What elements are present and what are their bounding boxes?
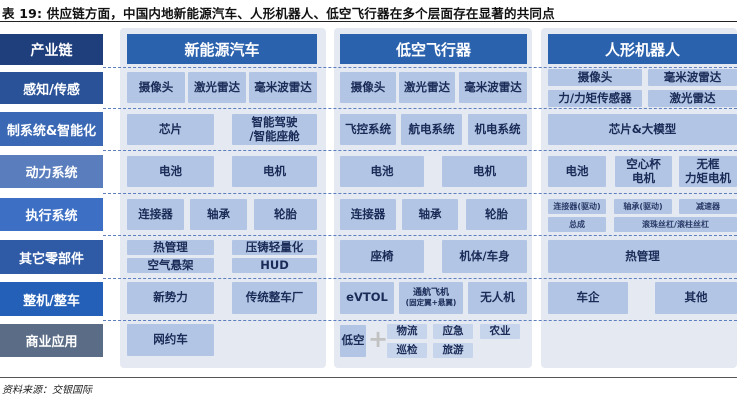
row-separator bbox=[103, 278, 737, 279]
robot-sense-force: 力/力矩传感器 bbox=[548, 90, 642, 107]
ev-vehicle-traditional: 传统整车厂 bbox=[232, 282, 317, 314]
column-header-robot: 人形机器人 bbox=[548, 34, 737, 64]
robot-parts-thermal: 热管理 bbox=[548, 240, 737, 273]
air-vehicle-ga-line2: (固定翼+悬翼) bbox=[405, 297, 457, 307]
air-power-battery: 电池 bbox=[340, 156, 424, 187]
row-label-sense: 感知/传感 bbox=[0, 72, 103, 104]
row-label-control: 制系统&智能化 bbox=[0, 112, 103, 146]
row-label-app: 商业应用 bbox=[0, 324, 103, 357]
top-rule bbox=[0, 21, 737, 22]
air-actuator-bearing: 轴承 bbox=[402, 199, 458, 230]
air-vehicle-ga: 通航飞机 (固定翼+悬翼) bbox=[399, 282, 463, 314]
column-header-air: 低空飞行器 bbox=[340, 34, 527, 64]
ev-power-battery: 电池 bbox=[127, 156, 214, 187]
ev-actuator-connector: 连接器 bbox=[127, 199, 184, 230]
air-control-avionics: 航电系统 bbox=[401, 114, 462, 145]
row-label-actuator: 执行系统 bbox=[0, 198, 103, 231]
row-separator bbox=[103, 150, 737, 151]
robot-vehicle-carmaker: 车企 bbox=[548, 282, 628, 314]
ev-control-chip: 芯片 bbox=[127, 114, 214, 145]
ev-vehicle-newforce: 新势力 bbox=[127, 282, 214, 314]
air-actuator-connector: 连接器 bbox=[340, 199, 396, 230]
robot-vehicle-other: 其他 bbox=[655, 282, 737, 314]
robot-control-chip-llm: 芯片&大模型 bbox=[548, 114, 737, 145]
robot-actuator-bearing: 轴承(驱动) bbox=[614, 199, 672, 214]
row-label-vehicle: 整机/整车 bbox=[0, 282, 103, 316]
robot-actuator-assembly: 总成 bbox=[548, 217, 606, 232]
air-actuator-tire: 轮胎 bbox=[466, 199, 527, 230]
air-control-mechatronic: 机电系统 bbox=[468, 114, 527, 145]
robot-actuator-connector: 连接器(驱动) bbox=[548, 199, 606, 214]
table-title: 表 19: 供应链方面，中国内地新能源汽车、人形机器人、低空飞行器在多个层面存在… bbox=[2, 6, 555, 21]
robot-power-battery: 电池 bbox=[548, 156, 606, 187]
air-control-flight: 飞控系统 bbox=[340, 114, 396, 145]
row-label-parts: 其它零部件 bbox=[0, 240, 103, 274]
robot-sense-camera: 摄像头 bbox=[548, 69, 642, 86]
air-parts-seat: 座椅 bbox=[340, 240, 424, 273]
air-vehicle-drone: 无人机 bbox=[468, 282, 527, 314]
row-separator bbox=[103, 67, 737, 68]
bottom-rule bbox=[0, 377, 737, 378]
robot-sense-lidar: 激光雷达 bbox=[648, 90, 737, 107]
ev-parts-casting: 压铸轻量化 bbox=[232, 240, 317, 255]
robot-power-coreless: 空心杯 电机 bbox=[615, 156, 672, 187]
air-sense-lidar: 激光雷达 bbox=[399, 72, 455, 103]
ev-sense-lidar: 激光雷达 bbox=[188, 72, 246, 103]
air-app-inspection: 巡检 bbox=[387, 343, 427, 358]
air-app-agriculture: 农业 bbox=[480, 324, 520, 339]
air-sense-radar: 毫米波雷达 bbox=[459, 72, 527, 103]
air-power-motor: 电机 bbox=[442, 156, 527, 187]
air-app-tourism: 旅游 bbox=[433, 343, 473, 358]
row-separator bbox=[103, 235, 737, 236]
ev-parts-thermal: 热管理 bbox=[127, 240, 214, 255]
row-label-chain: 产业链 bbox=[0, 34, 103, 65]
air-parts-body: 机体/车身 bbox=[442, 240, 527, 273]
ev-power-motor: 电机 bbox=[232, 156, 317, 187]
ev-app-ridehailing: 网约车 bbox=[127, 324, 214, 356]
ev-parts-suspension: 空气悬架 bbox=[127, 258, 214, 273]
robot-actuator-reducer: 减速器 bbox=[679, 199, 737, 214]
column-header-ev: 新能源汽车 bbox=[127, 34, 317, 64]
ev-control-smart: 智能驾驶 /智能座舱 bbox=[232, 114, 317, 145]
robot-actuator-screw: 滚珠丝杠/滚柱丝杠 bbox=[614, 217, 737, 232]
robot-sense-radar: 毫米波雷达 bbox=[648, 69, 737, 86]
ev-sense-radar: 毫米波雷达 bbox=[249, 72, 317, 103]
ev-actuator-bearing: 轴承 bbox=[190, 199, 247, 230]
air-vehicle-evtol: eVTOL bbox=[340, 282, 394, 314]
ev-sense-camera: 摄像头 bbox=[127, 72, 185, 103]
air-app-emergency: 应急 bbox=[433, 324, 473, 339]
row-label-power: 动力系统 bbox=[0, 155, 103, 188]
row-separator bbox=[103, 320, 737, 321]
ev-actuator-tire: 轮胎 bbox=[254, 199, 317, 230]
plus-icon: + bbox=[368, 325, 389, 353]
row-separator bbox=[103, 108, 737, 109]
row-separator bbox=[103, 193, 737, 194]
air-app-lowalt: 低空 bbox=[340, 325, 366, 357]
air-sense-camera: 摄像头 bbox=[340, 72, 396, 103]
source-note: 资料来源：交银国际 bbox=[2, 385, 92, 396]
robot-power-frameless: 无框 力矩电机 bbox=[679, 156, 737, 187]
ev-parts-hud: HUD bbox=[232, 258, 317, 273]
air-vehicle-ga-line1: 通航飞机 bbox=[412, 288, 449, 299]
air-app-logistics: 物流 bbox=[387, 324, 427, 339]
